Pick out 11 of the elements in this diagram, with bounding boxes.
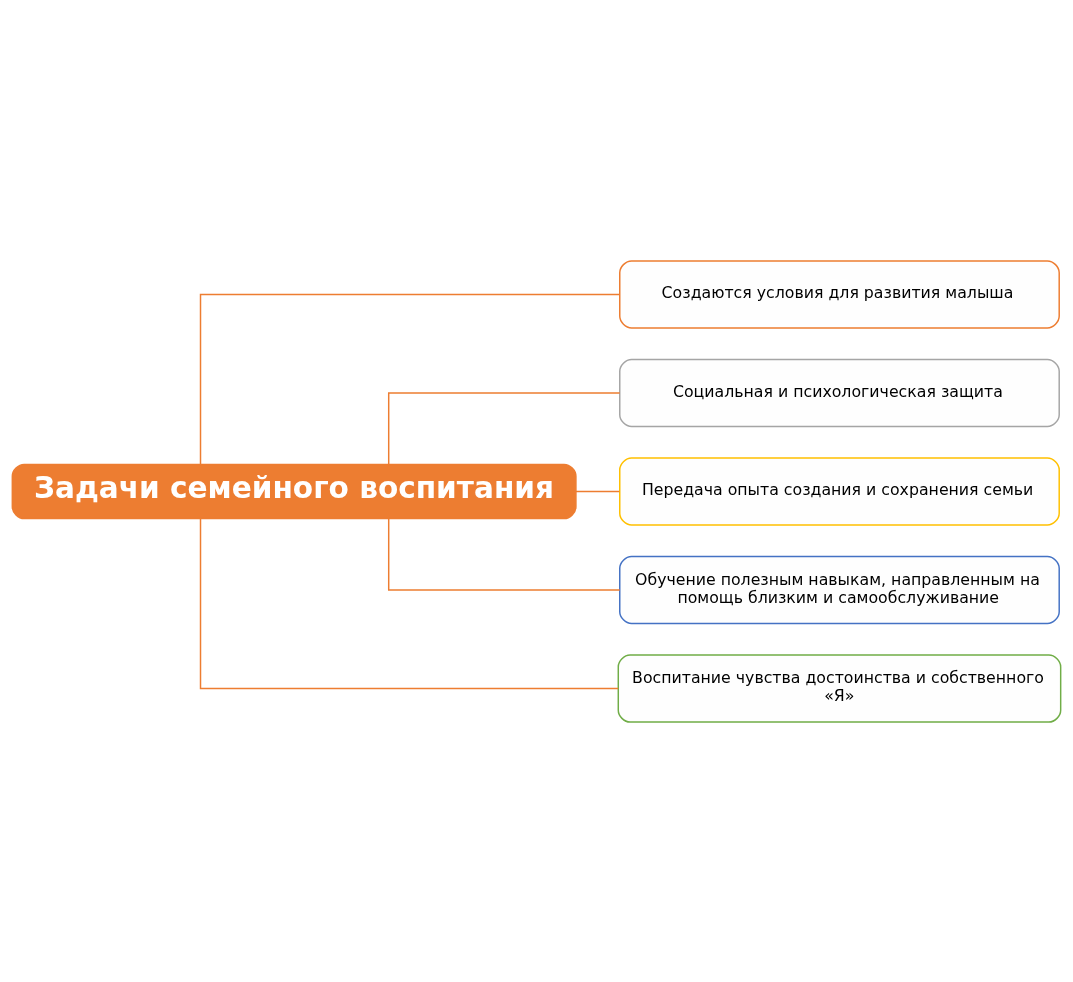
connector (387, 391, 621, 465)
connector (199, 517, 619, 689)
node-box: Передача опыта создания и сохранения семьи (619, 456, 1060, 526)
connector (575, 490, 621, 492)
connector (199, 293, 621, 465)
node-box: Задачи семейного воспитания (11, 463, 577, 519)
node-box: Обучение полезным навыкам, направленным на помощь близким и самообслуживание (619, 555, 1060, 624)
node-box: Воспитание чувства достоинства и собственного «Я» (617, 653, 1062, 723)
node-box: Создаются условия для развития малыша (619, 259, 1060, 329)
connector (387, 517, 621, 591)
node-box: Социальная и психологическая защита (619, 358, 1060, 427)
